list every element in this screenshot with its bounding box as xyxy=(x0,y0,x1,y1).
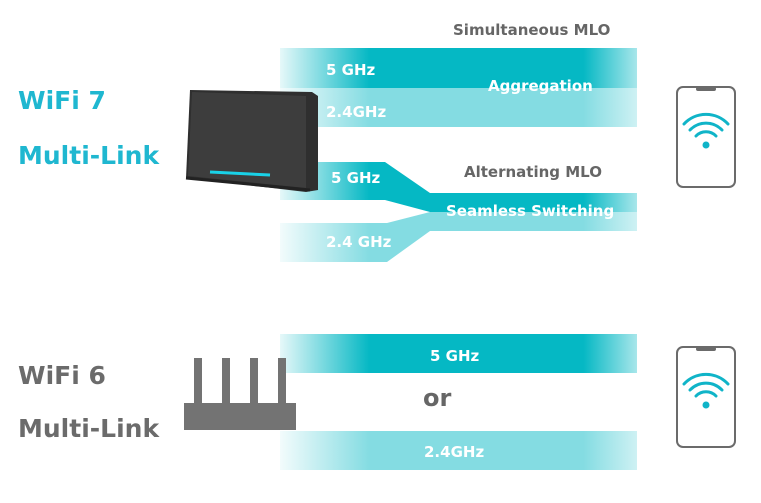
or-label: or xyxy=(423,384,452,412)
wifi7-router-icon xyxy=(185,90,318,192)
sim-band-24ghz xyxy=(280,88,637,127)
w6-band-24ghz xyxy=(280,431,637,470)
sim-24ghz-label: 2.4GHz xyxy=(326,103,387,121)
alt-band-24ghz xyxy=(280,212,637,262)
alt-24ghz-label: 2.4 GHz xyxy=(326,233,392,251)
phone-wifi-icon xyxy=(676,346,736,448)
alt-5ghz-label: 5 GHz xyxy=(331,169,381,187)
simultaneous-mlo-title: Simultaneous MLO xyxy=(453,21,611,39)
seamless-switching-label: Seamless Switching xyxy=(446,202,615,220)
alt-band-5ghz xyxy=(280,162,637,212)
wifi7-subtitle: Multi-Link xyxy=(18,141,160,170)
sim-band-5ghz xyxy=(280,48,637,88)
w6-24ghz-label: 2.4GHz xyxy=(424,443,485,461)
w6-band-5ghz xyxy=(280,334,637,373)
sim-5ghz-label: 5 GHz xyxy=(326,61,376,79)
wifi6-subtitle: Multi-Link xyxy=(18,414,160,443)
wifi7-title: WiFi 7 xyxy=(18,86,106,115)
wifi6-router-icon xyxy=(184,358,296,430)
wifi6-title: WiFi 6 xyxy=(18,361,106,390)
alternating-mlo-title: Alternating MLO xyxy=(464,163,602,181)
w6-5ghz-label: 5 GHz xyxy=(430,347,480,365)
aggregation-label: Aggregation xyxy=(488,77,593,95)
phone-wifi-icon xyxy=(676,86,736,188)
